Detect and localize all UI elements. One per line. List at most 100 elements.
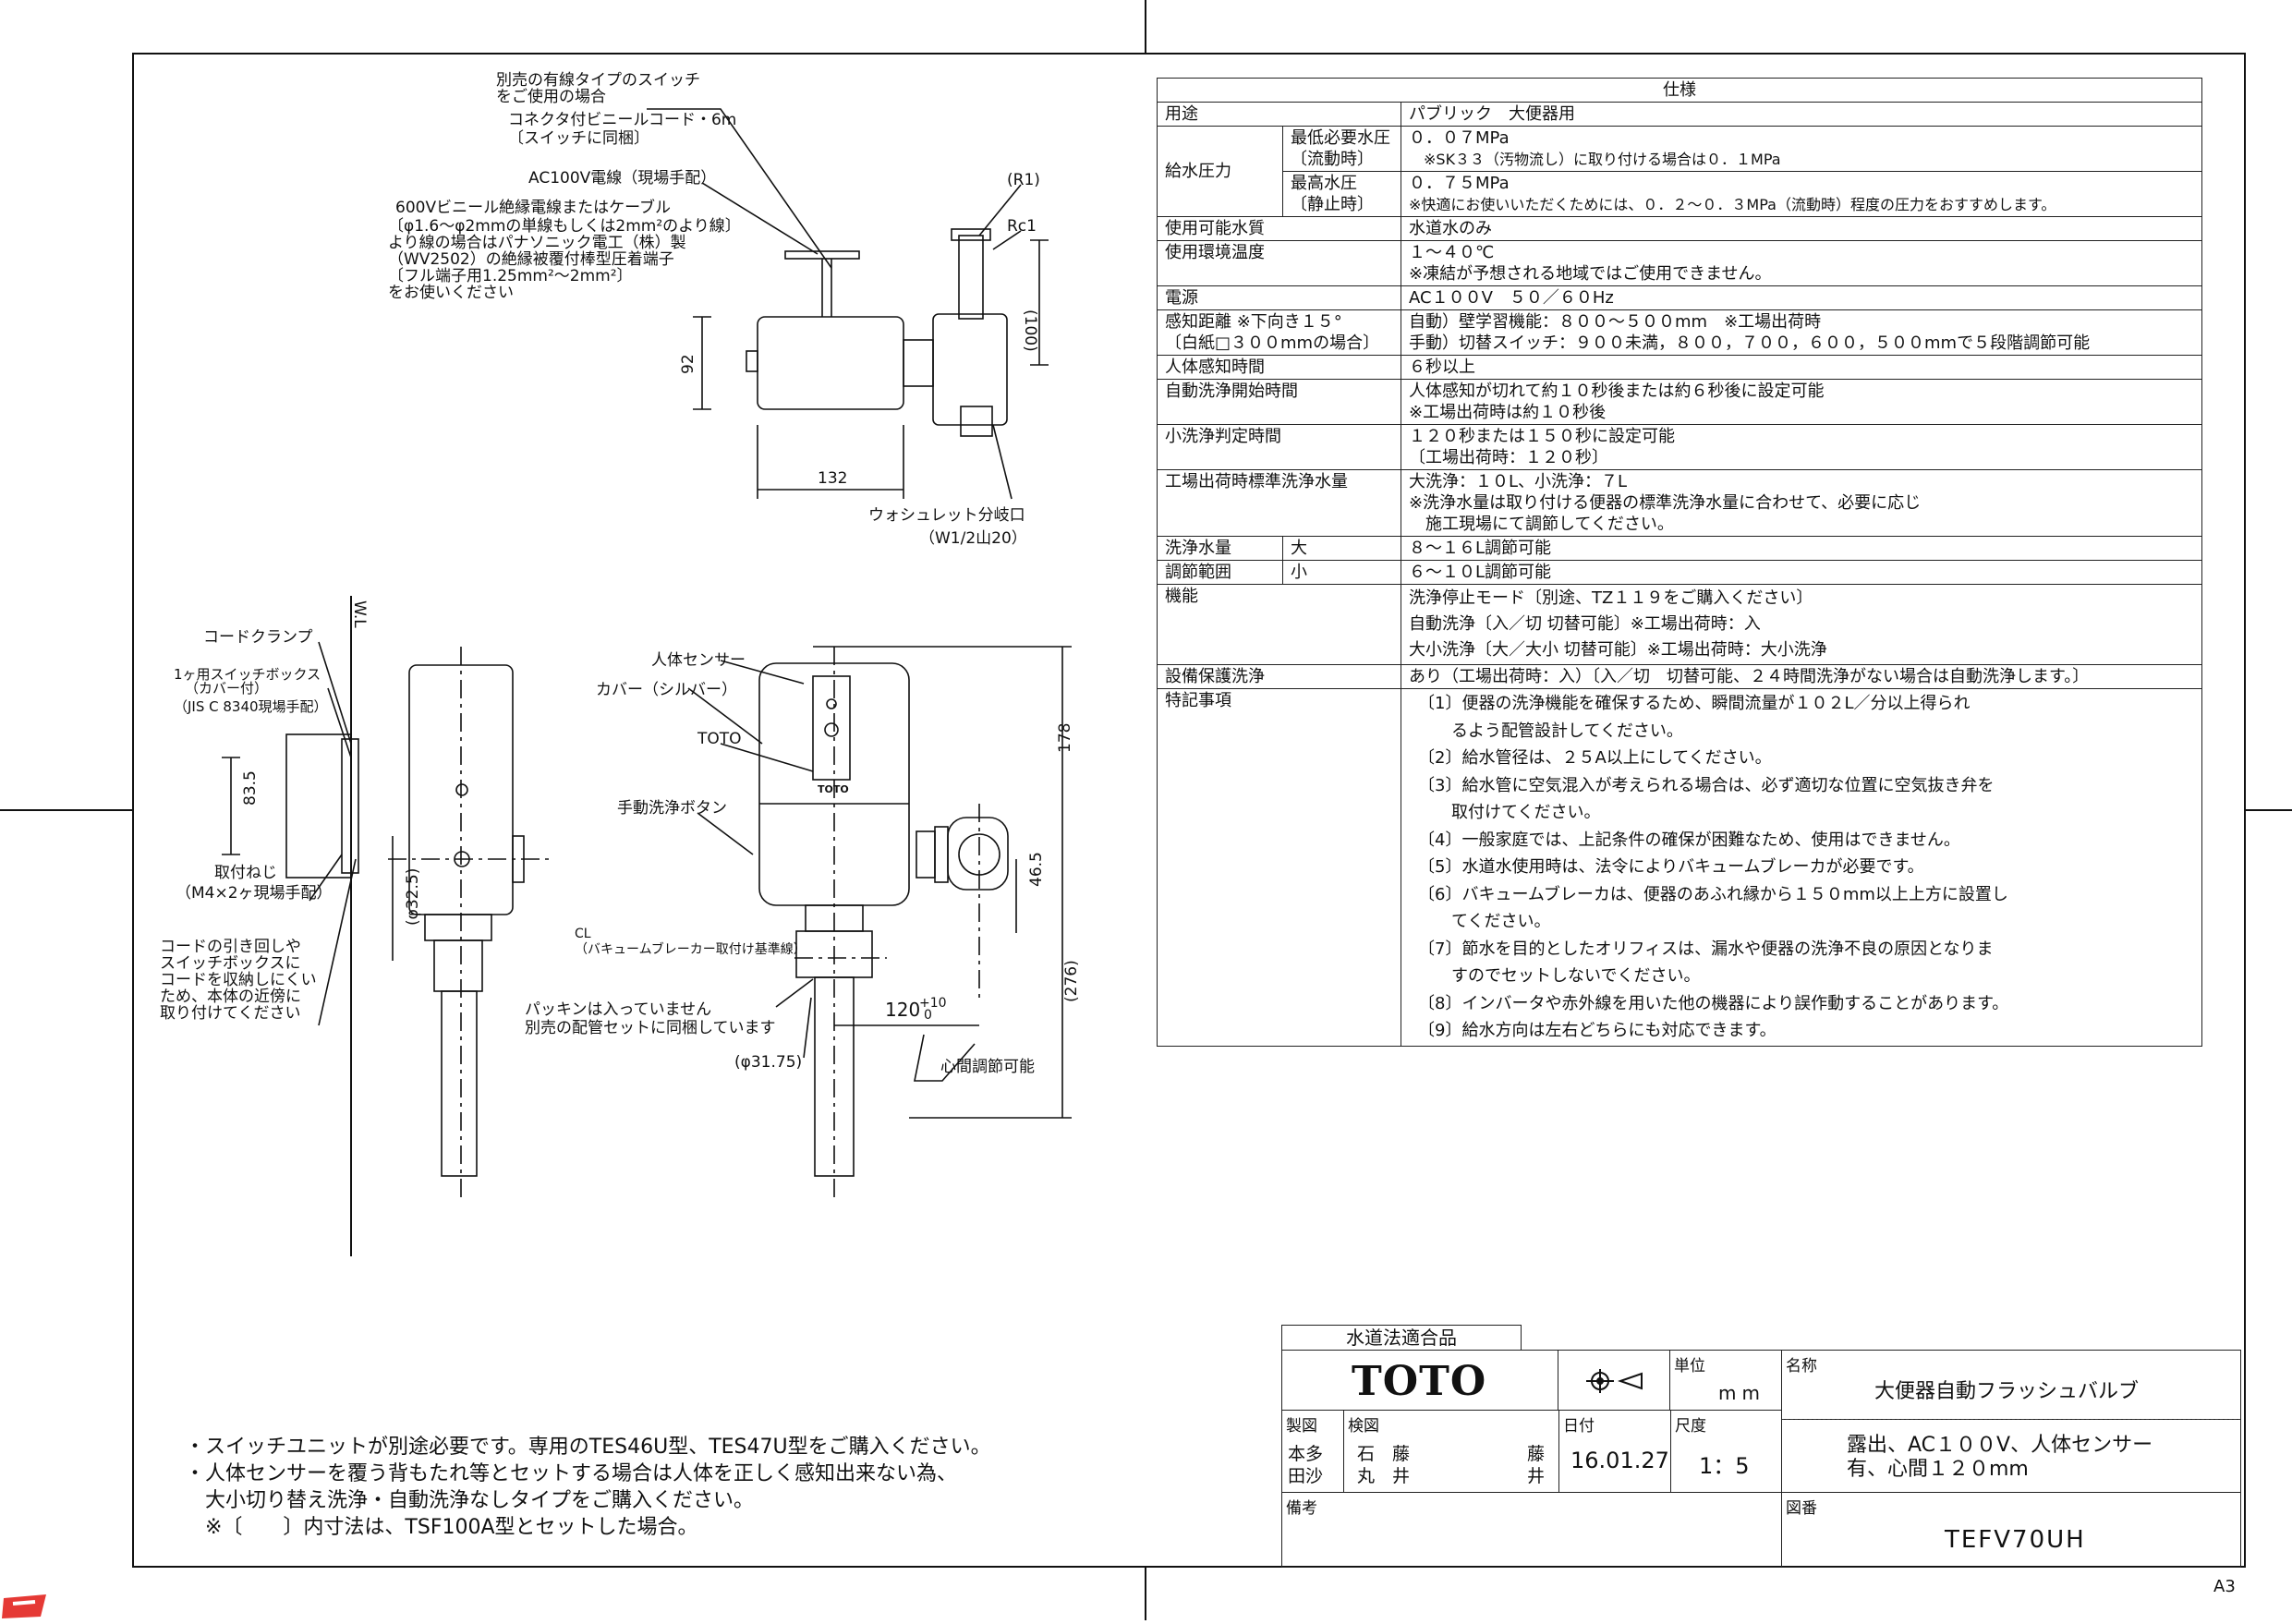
function-value: 洗浄停止モード〔別途、TZ１１９をご購入ください〕自動洗浄〔入／切 切替可能〕※… bbox=[1400, 584, 2203, 665]
volume-label-2: 調節範囲 bbox=[1157, 560, 1283, 585]
projection-box bbox=[1558, 1350, 1670, 1411]
switch-box-3: （JIS C 8340現場手配） bbox=[174, 698, 328, 715]
annot-cord-1: コネクタ付ビニールコード・6m bbox=[508, 111, 736, 129]
crop-mark-left bbox=[0, 809, 132, 811]
sensor-label: 人体センサー bbox=[651, 651, 746, 670]
button-label: 手動洗浄ボタン bbox=[617, 799, 727, 818]
valve-body bbox=[932, 313, 1008, 426]
cover-label: カバー（シルバー） bbox=[596, 681, 737, 699]
note-2: ・人体センサーを覆う背もたれ等とセットする場合は人体を正しく感知出来ない為、 bbox=[185, 1462, 958, 1485]
detect-value: ６秒以上 bbox=[1400, 355, 2203, 380]
technical-drawing: 別売の有線タイプのスイッチ をご使用の場合 コネクタ付ビニールコード・6m 〔ス… bbox=[160, 71, 1081, 1256]
volume-label-1: 洗浄水量 bbox=[1157, 536, 1283, 561]
power-value: AC１００V ５０／６０Hz bbox=[1400, 285, 2203, 310]
date-box: 日付 16.01.27 bbox=[1558, 1410, 1671, 1493]
annot-switch-1: 別売の有線タイプのスイッチ bbox=[496, 71, 700, 90]
crop-mark-bottom bbox=[1145, 1568, 1146, 1620]
small-label: 小 bbox=[1282, 560, 1401, 585]
desc-line-2: 有、心間１２０mm bbox=[1847, 1458, 2029, 1481]
std-volume-value: 大洗浄：１０L、小洗浄：７L※洗浄水量は取り付ける便器の標準洗浄水量に合わせて、… bbox=[1400, 469, 2203, 537]
top-view-body bbox=[757, 316, 904, 410]
auto-value: 人体感知が切れて約１０秒後または約６秒後に設定可能※工場出荷時は約１０秒後 bbox=[1400, 379, 2203, 425]
name-divider bbox=[1781, 1419, 2241, 1420]
unit-value: mm bbox=[1718, 1382, 1765, 1404]
use-label: 用途 bbox=[1157, 102, 1401, 127]
notes-value: 〔1〕便器の洗浄機能を確保するため、瞬間流量が１０２L／分以上得られ るよう配管… bbox=[1400, 688, 2203, 1047]
pressure-label: 給水圧力 bbox=[1157, 126, 1283, 217]
temp-value: １～４０℃※凍結が予想される地域ではご使用できません。 bbox=[1400, 240, 2203, 286]
logo-box: TOTO bbox=[1281, 1350, 1558, 1411]
remarks-box: 備考 bbox=[1281, 1492, 1782, 1568]
annot-cord-2: 〔スイッチに同梱〕 bbox=[508, 129, 649, 148]
notes-label: 特記事項 bbox=[1157, 688, 1401, 1047]
crop-mark-right bbox=[2246, 809, 2292, 811]
screw-2: （M4×2ヶ現場手配） bbox=[176, 884, 333, 903]
date-value: 16.01.27 bbox=[1570, 1448, 1669, 1473]
adjust-label: 心間調節可能 bbox=[940, 1058, 1035, 1076]
wl-label: W.L bbox=[350, 600, 369, 628]
sensor-window bbox=[812, 675, 851, 781]
packing-2: 別売の配管セットに同梱しています bbox=[525, 1019, 776, 1037]
cord-note-5: 取り付けてください bbox=[160, 1004, 301, 1023]
drawing-number: TEFV70UH bbox=[1945, 1526, 2086, 1554]
drawn-name-2: 田沙 bbox=[1288, 1466, 1324, 1486]
dim-465: 46.5 bbox=[1027, 852, 1046, 887]
seal-1: 藤 bbox=[1527, 1444, 1546, 1464]
cord-note-2: スイッチボックスに bbox=[160, 954, 301, 973]
small-judge-value: １２０秒または１５０秒に設定可能〔工場出荷時：１２０秒〕 bbox=[1400, 424, 2203, 470]
temp-label: 使用環境温度 bbox=[1157, 240, 1401, 286]
std-volume-label: 工場出荷時標準洗浄水量 bbox=[1157, 469, 1401, 537]
power-label: 電源 bbox=[1157, 285, 1401, 310]
dim-3175: (φ31.75) bbox=[734, 1053, 802, 1072]
protect-label: 設備保護洗浄 bbox=[1157, 664, 1401, 689]
projection-symbol-icon bbox=[1586, 1369, 1643, 1393]
dim-132: 132 bbox=[818, 469, 847, 488]
scale-value: 1：5 bbox=[1699, 1453, 1750, 1479]
cord-note-3: コードを収納しにくい bbox=[160, 971, 317, 989]
vacuum-label: （バキュームブレーカー取付け基準線） bbox=[575, 941, 806, 957]
checked-name-2: 丸 井 bbox=[1357, 1466, 1411, 1486]
desc-box: 露出、AC１００V、人体センサー 有、心間１２０mm bbox=[1781, 1419, 2241, 1493]
annot-wire-2: 〔φ1.6～φ2mmの単線もしくは2mm²のより線〕 bbox=[388, 217, 741, 236]
detect-label: 人体感知時間 bbox=[1157, 355, 1401, 380]
spec-table: 仕様 用途パブリック 大便器用 給水圧力 最低必要水圧〔流動時〕 ０．０７MPa… bbox=[1156, 78, 2203, 1047]
toto-logo: TOTO bbox=[1352, 1358, 1487, 1405]
annot-ac-wire: AC100V電線（現場手配） bbox=[528, 169, 716, 188]
cord-clamp-label: コードクランプ bbox=[203, 628, 313, 647]
dim-120: 120 bbox=[885, 999, 920, 1021]
max-pressure-value: ０．７５MPa※快適にお使いいただくためには、０．２～０．３MPa（流動時）程度… bbox=[1400, 171, 2203, 217]
dim-rc1: Rc1 bbox=[1007, 217, 1037, 236]
annot-wire-3: より線の場合はパナソニック電工（株）製 bbox=[388, 234, 686, 252]
cord-note-1: コードの引き回しや bbox=[160, 938, 301, 956]
tol-zero: 0 bbox=[924, 1008, 932, 1023]
max-pressure-label: 最高水圧〔静止時〕 bbox=[1282, 171, 1401, 217]
drawn-box: 製図 本多 田沙 bbox=[1281, 1410, 1344, 1493]
name-box: 名称 大便器自動フラッシュバルブ bbox=[1781, 1350, 2241, 1420]
small-judge-label: 小洗浄判定時間 bbox=[1157, 424, 1401, 470]
annot-wire-6: をお使いください bbox=[388, 283, 514, 302]
number-box: 図番 TEFV70UH bbox=[1781, 1492, 2241, 1568]
use-value: パブリック 大便器用 bbox=[1400, 102, 2203, 127]
dim-325: (φ32.5) bbox=[404, 868, 422, 926]
large-label: 大 bbox=[1282, 536, 1401, 561]
approval-box: 水道法適合品 bbox=[1281, 1325, 1522, 1351]
corner-mark-icon bbox=[0, 1591, 51, 1620]
unit-box: 単位 mm bbox=[1669, 1350, 1782, 1411]
sheet-size: A3 bbox=[2213, 1577, 2236, 1596]
annot-wire-4: （WV2502）の絶縁被覆付棒型圧着端子 bbox=[388, 250, 674, 269]
name-value: 大便器自動フラッシュバルブ bbox=[1874, 1380, 2140, 1403]
cl-label: CL bbox=[575, 927, 591, 941]
seal-2: 井 bbox=[1527, 1466, 1546, 1486]
dim-276: (276) bbox=[1062, 960, 1081, 1002]
small-value: ６～１０L調節可能 bbox=[1400, 560, 2203, 585]
note-4: ※〔 〕内寸法は、TSF100A型とセットした場合。 bbox=[185, 1516, 698, 1539]
min-pressure-value: ０．０７MPa ※SK３３（汚物流し）に取り付ける場合は０．１MPa bbox=[1400, 126, 2203, 172]
annot-wire-5: 〔フル端子用1.25mm²～2mm²〕 bbox=[388, 267, 633, 285]
dim-178: 178 bbox=[1056, 723, 1074, 753]
desc-line-1: 露出、AC１００V、人体センサー bbox=[1847, 1434, 2153, 1457]
protect-value: あり（工場出荷時：入）〔入／切 切替可能、２４時間洗浄がない場合は自動洗浄します… bbox=[1400, 664, 2203, 689]
distance-value: 自動）壁学習機能：８００～５００mm ※工場出荷時手動）切替スイッチ：９００未満… bbox=[1400, 309, 2203, 356]
drawn-name-1: 本多 bbox=[1288, 1444, 1324, 1464]
water-label: 使用可能水質 bbox=[1157, 216, 1401, 241]
note-3: 大小切り替え洗浄・自動洗浄なしタイプをご購入ください。 bbox=[185, 1489, 755, 1512]
